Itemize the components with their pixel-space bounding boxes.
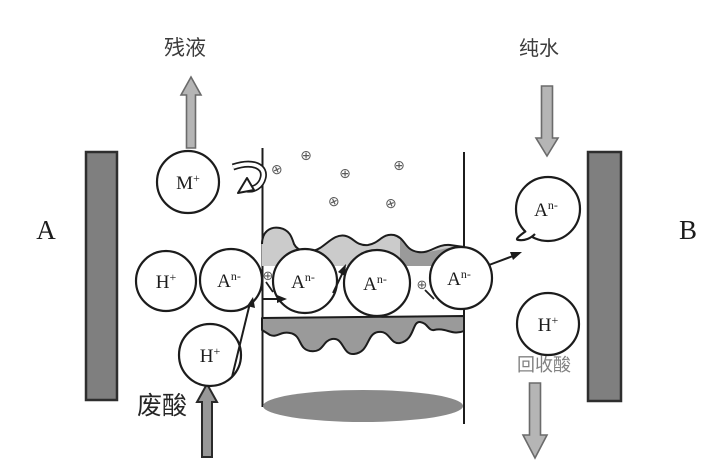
ion-circle-anion-4: An-: [428, 245, 494, 311]
svg-text:An-: An-: [363, 272, 387, 295]
svg-text:An-: An-: [534, 198, 558, 221]
fixed-charge-icon: ⊕: [268, 160, 285, 179]
pure-water-in-arrow-icon: [534, 85, 560, 158]
recovered-acid-out-arrow-icon: [521, 382, 549, 460]
waste-acid-label: 废酸: [137, 392, 187, 420]
ion-circle-anion-3: An-: [342, 248, 412, 318]
channel-bottom-ellipse: [263, 390, 463, 422]
ion-circle-h-plus-recovered: H+: [515, 291, 581, 357]
transport-arrows: [231, 252, 522, 378]
arrow-feed-to-row: [231, 302, 251, 378]
compartment-label-b: B: [679, 215, 697, 245]
arrowhead-icon: [277, 295, 287, 303]
membrane-lower-band: [261, 315, 465, 355]
svg-text:H+: H+: [200, 344, 221, 367]
right-plate-bar: [586, 150, 623, 403]
ion-bubble-anion-right: An-: [514, 175, 582, 243]
ion-circle-m-plus: M+: [155, 149, 221, 215]
fixed-charge-icon: ⊕: [383, 194, 399, 213]
waste-acid-in-arrow-icon: [195, 381, 219, 458]
svg-text:An-: An-: [217, 269, 241, 292]
residual-out-arrow-icon: [179, 75, 203, 149]
fixed-charge-icon: ⊕: [300, 148, 312, 164]
arrowhead-icon: [247, 297, 255, 308]
svg-text:An-: An-: [447, 267, 471, 290]
arrow-out-of-membrane: [488, 255, 514, 266]
fixed-charge-group: ⊕ ⊕ ⊕ ⊕ ⊕ ⊕: [268, 148, 405, 214]
fixed-charge-icon: ⊕: [393, 158, 405, 174]
svg-text:An-: An-: [291, 270, 315, 293]
charge-tick-right: [424, 289, 435, 300]
pure-water-label: 纯水: [519, 37, 559, 60]
svg-text:H+: H+: [156, 270, 177, 293]
svg-text:H+: H+: [538, 313, 559, 336]
row-charge-group: ⊕ ⊕: [263, 269, 428, 293]
fixed-charge-icon: ⊕: [263, 269, 274, 284]
ion-circle-h-plus-feed: H+: [177, 322, 243, 388]
residual-liquid-label: 残液: [164, 37, 206, 60]
fixed-charge-icon: ⊕: [339, 166, 351, 182]
svg-text:M+: M+: [176, 171, 200, 194]
fixed-charge-icon: ⊕: [325, 192, 342, 211]
arrowhead-icon: [510, 252, 522, 260]
charge-tick-left: [265, 281, 274, 293]
rejection-curved-arrow-icon: [231, 160, 267, 194]
ion-circle-anion-1: An-: [198, 247, 264, 313]
left-plate-bar: [84, 150, 119, 402]
recovered-acid-label: 回收酸: [517, 355, 571, 375]
compartment-label-a: A: [36, 215, 56, 245]
arrowhead-icon: [338, 264, 346, 276]
fixed-charge-icon: ⊕: [417, 278, 428, 293]
ion-circle-anion-2: An-: [271, 247, 339, 315]
ion-circle-h-plus-row: H+: [134, 249, 198, 313]
